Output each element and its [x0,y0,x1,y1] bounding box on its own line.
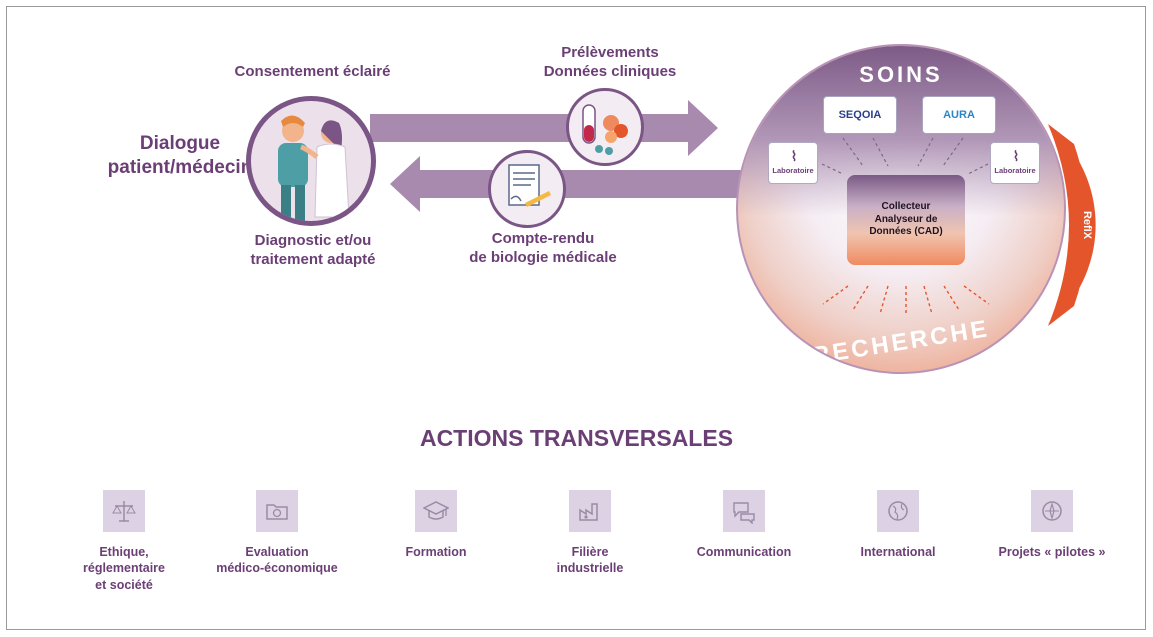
laboratory-right-label: Laboratoire [994,166,1036,175]
action-ethique-line-1: Ethique, [99,545,149,559]
action-filiere-label: Filière industrielle [520,544,660,577]
action-international-label: International [828,544,968,560]
data-arrow [967,163,989,175]
diagnostic-line-1: Diagnostic et/ou [254,232,372,249]
refix-arc: RefIX [1048,124,1096,326]
globe-icon [877,490,919,532]
report-line-2: de biologie médicale [469,248,617,266]
research-arrow [852,285,869,311]
research-arrow [822,285,849,305]
data-arrow [821,163,844,175]
laboratory-right: ⌇ Laboratoire [990,142,1040,184]
diagnostic-line-2: traitement adapté [250,250,376,268]
action-evaluation: Evaluation médico-économique [207,490,347,577]
dna-icon: ⌇ [790,148,798,164]
action-evaluation-label: Evaluation médico-économique [207,544,347,577]
action-ethique-line-2: réglementaire [83,561,165,576]
research-arrow [943,285,960,311]
data-arrow [842,137,864,167]
dialogue-line-1: Dialogue [139,133,221,154]
factory-icon [569,490,611,532]
action-filiere-line-1: Filière [571,545,609,559]
arrow-to-lab [370,100,718,156]
graduation-cap-icon [415,490,457,532]
data-flow-arrows [821,137,990,316]
consent-label: Consentement éclairé [234,63,391,80]
action-ethique-label: Ethique, réglementaire et société [54,544,194,593]
report-document-icon [508,164,551,207]
action-international: International [828,490,968,560]
cad-line-2: Analyseur de [874,213,938,225]
diagnostic-label: Diagnostic et/ou traitement adapté [228,232,398,270]
data-arrow [917,137,934,167]
scales-icon [103,490,145,532]
compass-icon [1031,490,1073,532]
action-formation-line-1: Formation [405,545,467,559]
seqoia-text: SEQOIA [838,109,882,121]
samples-line-2: Données cliniques [543,62,677,80]
report-illustration [488,150,566,228]
refix-label: RefIX [1081,211,1093,240]
cad-line-1: Collecteur [881,201,931,213]
laboratory-left: ⌇ Laboratoire [768,142,818,184]
data-arrow [872,137,889,167]
actions-title: ACTIONS TRANSVERSALES [419,425,734,451]
action-ethique-line-3: et société [95,577,153,592]
arrow-to-patient [390,156,760,212]
soins-title: SOINS [859,62,943,87]
action-evaluation-line-2: médico-économique [216,561,338,576]
dialogue-label: Dialogue patient/médecin [105,132,255,180]
cad-box: Collecteur Analyseur de Données (CAD) [847,175,965,265]
action-formation: Formation [366,490,506,560]
speech-bubbles-icon [723,490,765,532]
action-projets: Projets « pilotes » [982,490,1122,560]
action-formation-label: Formation [366,544,506,560]
action-filiere: Filière industrielle [520,490,660,577]
doctor-patient-icon [278,115,350,221]
seqoia-logo: SEQOIA [823,96,897,134]
samples-line-1: Prélèvements [561,44,659,61]
report-label: Compte-rendu de biologie médicale [448,230,638,268]
action-projets-label: Projets « pilotes » [982,544,1122,560]
research-arrow [963,285,990,305]
action-communication: Communication [674,490,814,560]
report-line-1: Compte-rendu [491,230,595,247]
action-evaluation-line-1: Evaluation [245,545,309,559]
research-arrow [923,285,933,315]
aura-text: AURA [943,109,975,121]
test-tube-icon [582,104,628,155]
action-communication-line-1: Communication [696,545,792,559]
dialogue-line-2: patient/médecin [107,156,253,178]
samples-label: Prélèvements Données cliniques [520,44,700,82]
doctor-patient-illustration [246,96,376,226]
action-ethique: Ethique, réglementaire et société [54,490,194,593]
dna-icon: ⌇ [1012,148,1020,164]
action-filiere-line-2: industrielle [556,561,624,576]
data-arrow [942,137,964,167]
action-international-line-1: International [860,545,936,559]
folder-coin-icon [256,490,298,532]
samples-illustration [566,88,644,166]
aura-logo: AURA [922,96,996,134]
laboratory-left-label: Laboratoire [772,166,814,175]
cad-line-3: Données (CAD) [869,226,943,238]
soins-recherche-circle: SOINS SEQOIA AURA ⌇ Laboratoire ⌇ Labora… [736,44,1066,374]
research-arrow [879,285,889,315]
action-projets-line-1: Projets « pilotes » [998,545,1106,559]
action-communication-label: Communication [674,544,814,560]
